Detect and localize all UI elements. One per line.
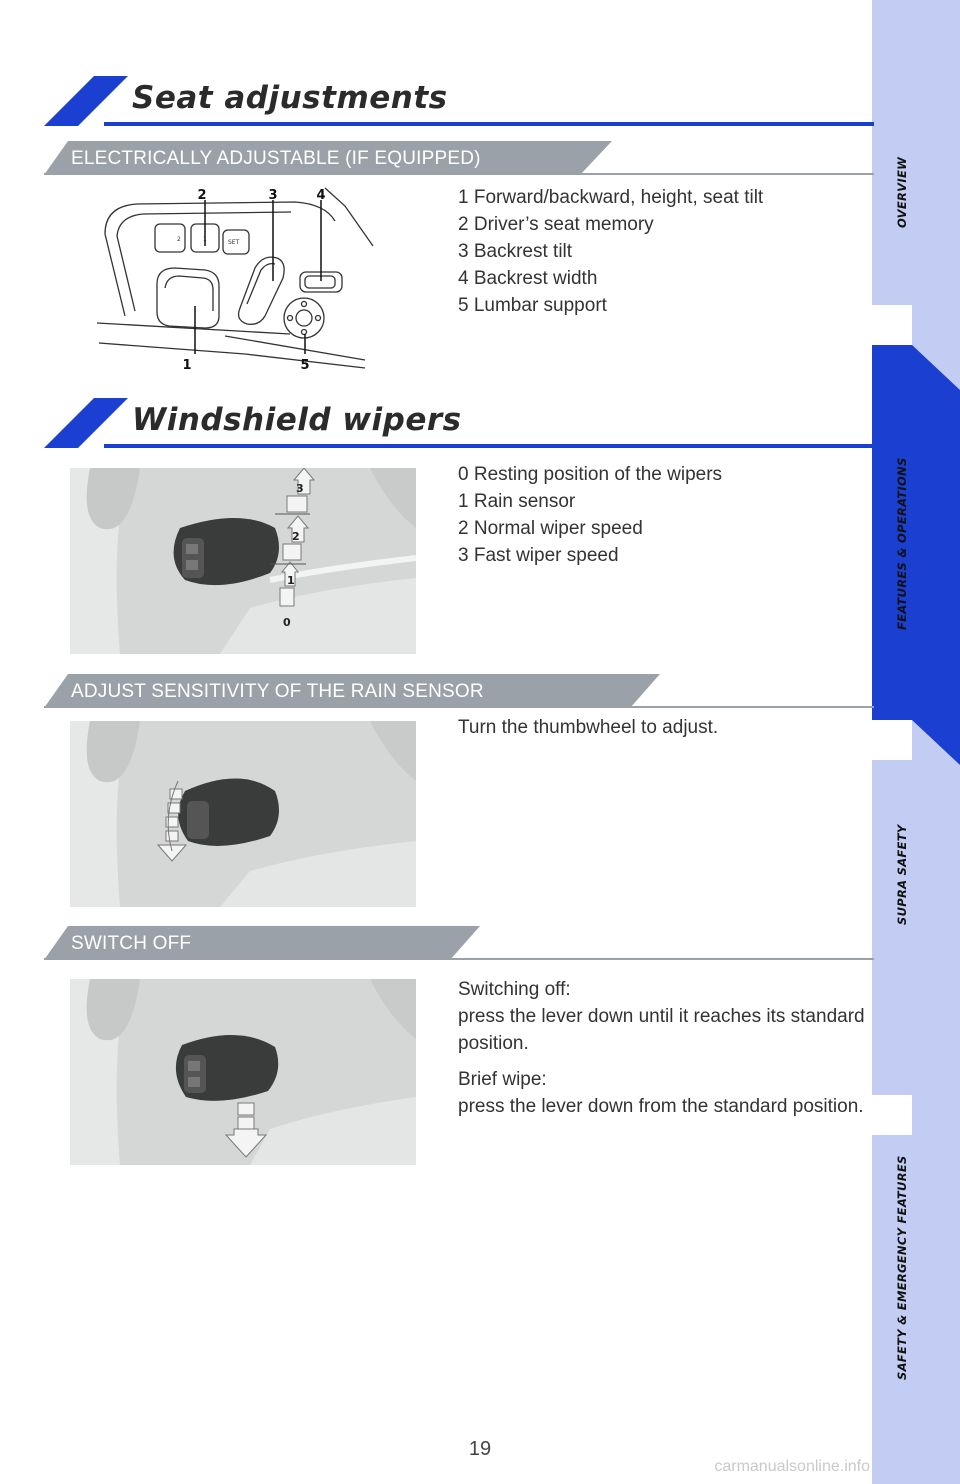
seat-adjustments-heading: Seat adjustments — [44, 76, 874, 126]
seat-button-2-label: 2 — [177, 236, 181, 243]
brief-wipe-text-1: Brief wipe: — [458, 1069, 547, 1090]
heading-wedge-icon — [44, 76, 128, 126]
switch-off-banner: SWITCH OFF — [44, 926, 874, 960]
wiper-position-1: 1 — [287, 574, 295, 587]
tab-strip-background — [872, 0, 960, 1484]
tab-overview-shape[interactable] — [872, 0, 960, 350]
seat-adjustments-title: Seat adjustments — [132, 80, 448, 116]
banner-shape — [44, 674, 660, 708]
tab-safety-shape[interactable] — [872, 760, 960, 1140]
tab-features-operations[interactable]: FEATURES & OPERATIONS — [895, 457, 909, 630]
seat-callout-4: 4 — [316, 188, 325, 203]
windshield-wipers-title: Windshield wipers — [132, 402, 462, 438]
seat-callout-2: 2 — [197, 188, 206, 203]
wiper-position-0: 0 — [283, 616, 291, 629]
tab-features-shape[interactable] — [872, 345, 960, 765]
banner-rule — [44, 958, 874, 960]
wiper-items-list: 0 Resting position of the wipers 1 Rain … — [458, 461, 722, 569]
switch-off-label: SWITCH OFF — [71, 933, 192, 954]
seat-item: 1 Forward/backward, height, seat tilt — [458, 187, 764, 208]
wiper-item: 0 Resting position of the wipers — [458, 464, 723, 485]
watermark: carmanualsonline.info — [714, 1458, 870, 1475]
seat-callout-5: 5 — [300, 358, 309, 373]
wiper-item: 2 Normal wiper speed — [458, 518, 643, 539]
tab-overview[interactable]: OVERVIEW — [895, 156, 909, 228]
banner-shape — [44, 926, 480, 960]
seat-item: 5 Lumbar support — [458, 295, 607, 316]
tab-emergency-shape[interactable] — [872, 1135, 960, 1484]
seat-items-list: 1 Forward/backward, height, seat tilt 2 … — [458, 184, 763, 319]
seat-controls-diagram: 2 1 SET 1 2 3 4 5 — [96, 187, 374, 373]
seat-button-set-label: SET — [228, 239, 240, 246]
brief-wipe-text-2: press the lever down from the standard p… — [458, 1096, 864, 1117]
thumbwheel-illustration — [70, 721, 416, 907]
heading-wedge-icon — [44, 398, 128, 448]
sensitivity-text: Turn the thumbwheel to adjust. — [458, 717, 719, 738]
wiper-item: 3 Fast wiper speed — [458, 545, 619, 566]
wiper-position-2: 2 — [292, 530, 300, 543]
page-number: 19 — [468, 1438, 492, 1460]
banner-shape — [44, 141, 612, 175]
seat-item: 2 Driver’s seat memory — [458, 214, 654, 235]
windshield-wipers-heading: Windshield wipers — [44, 398, 874, 448]
heading-rule — [104, 122, 874, 126]
banner-rule — [44, 173, 874, 175]
switch-off-illustration — [70, 979, 416, 1165]
seat-callout-3: 3 — [268, 188, 277, 203]
heading-rule — [104, 444, 874, 448]
switch-off-text-2: press the lever down until it reaches it… — [458, 1006, 865, 1054]
wiper-position-3: 3 — [296, 482, 304, 495]
switch-off-text-1: Switching off: — [458, 979, 571, 1000]
adjust-sensitivity-banner: ADJUST SENSITIVITY OF THE RAIN SENSOR — [44, 674, 874, 708]
electrically-adjustable-banner: ELECTRICALLY ADJUSTABLE (IF EQUIPPED) — [44, 141, 874, 175]
seat-item: 4 Backrest width — [458, 268, 598, 289]
electrically-adjustable-label: ELECTRICALLY ADJUSTABLE (IF EQUIPPED) — [71, 148, 481, 169]
seat-callout-1: 1 — [182, 358, 191, 373]
banner-rule — [44, 706, 874, 708]
section-tab-strip: OVERVIEW FEATURES & OPERATIONS SUPRA SAF… — [872, 0, 960, 1484]
adjust-sensitivity-label: ADJUST SENSITIVITY OF THE RAIN SENSOR — [71, 681, 484, 702]
tab-safety-emergency[interactable]: SAFETY & EMERGENCY FEATURES — [895, 1155, 909, 1380]
wiper-item: 1 Rain sensor — [458, 491, 576, 512]
tab-supra-safety[interactable]: SUPRA SAFETY — [895, 824, 909, 925]
seat-item: 3 Backrest tilt — [458, 241, 573, 262]
wiper-positions-illustration: 3 2 1 0 — [70, 468, 416, 654]
